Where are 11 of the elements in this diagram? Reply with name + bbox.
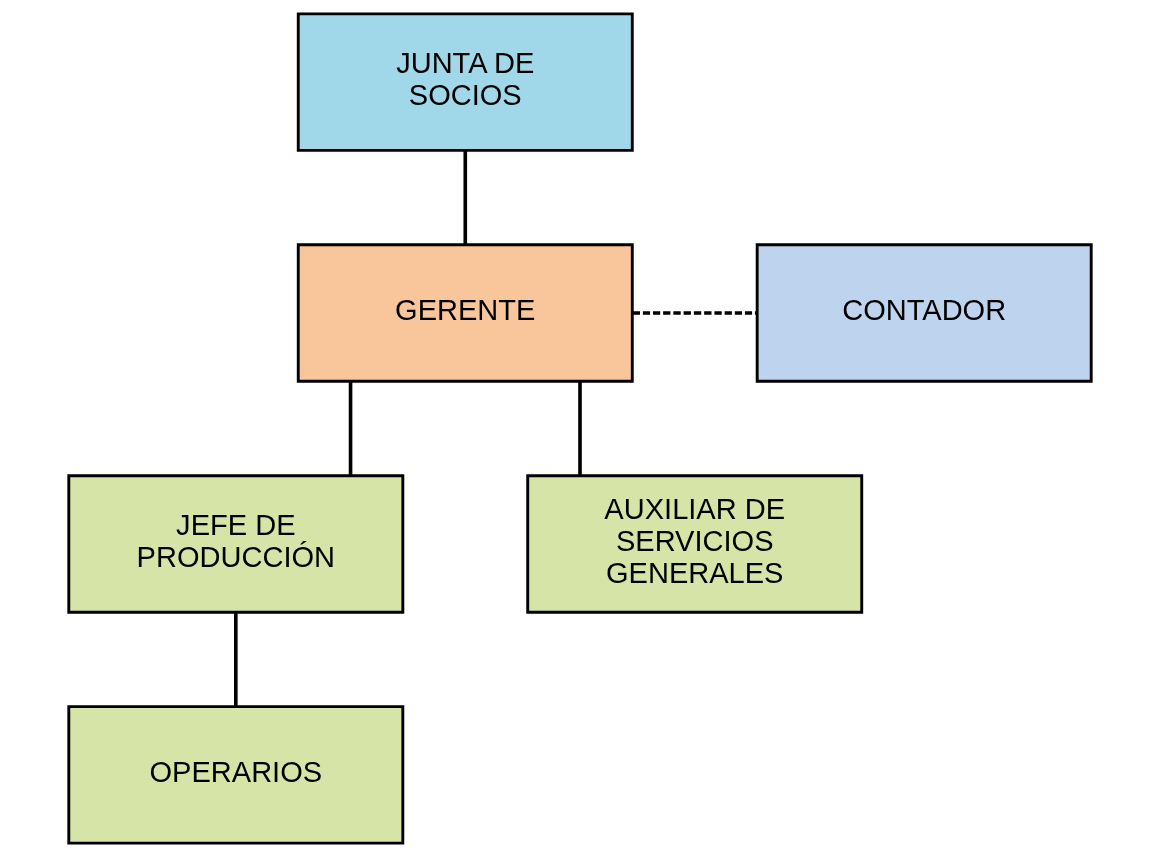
node-box: GERENTE (296, 243, 634, 383)
node-box: OPERARIOS (67, 705, 405, 845)
node-box: JUNTA DE SOCIOS (296, 12, 634, 152)
connector (632, 311, 757, 315)
node-box: JEFE DE PRODUCCIÓN (67, 474, 405, 614)
connector (578, 381, 582, 476)
connector (234, 612, 238, 707)
connector (348, 381, 353, 476)
connector (463, 150, 468, 245)
node-box: CONTADOR (755, 243, 1093, 383)
node-box: AUXILIAR DE SERVICIOS GENERALES (526, 474, 864, 614)
